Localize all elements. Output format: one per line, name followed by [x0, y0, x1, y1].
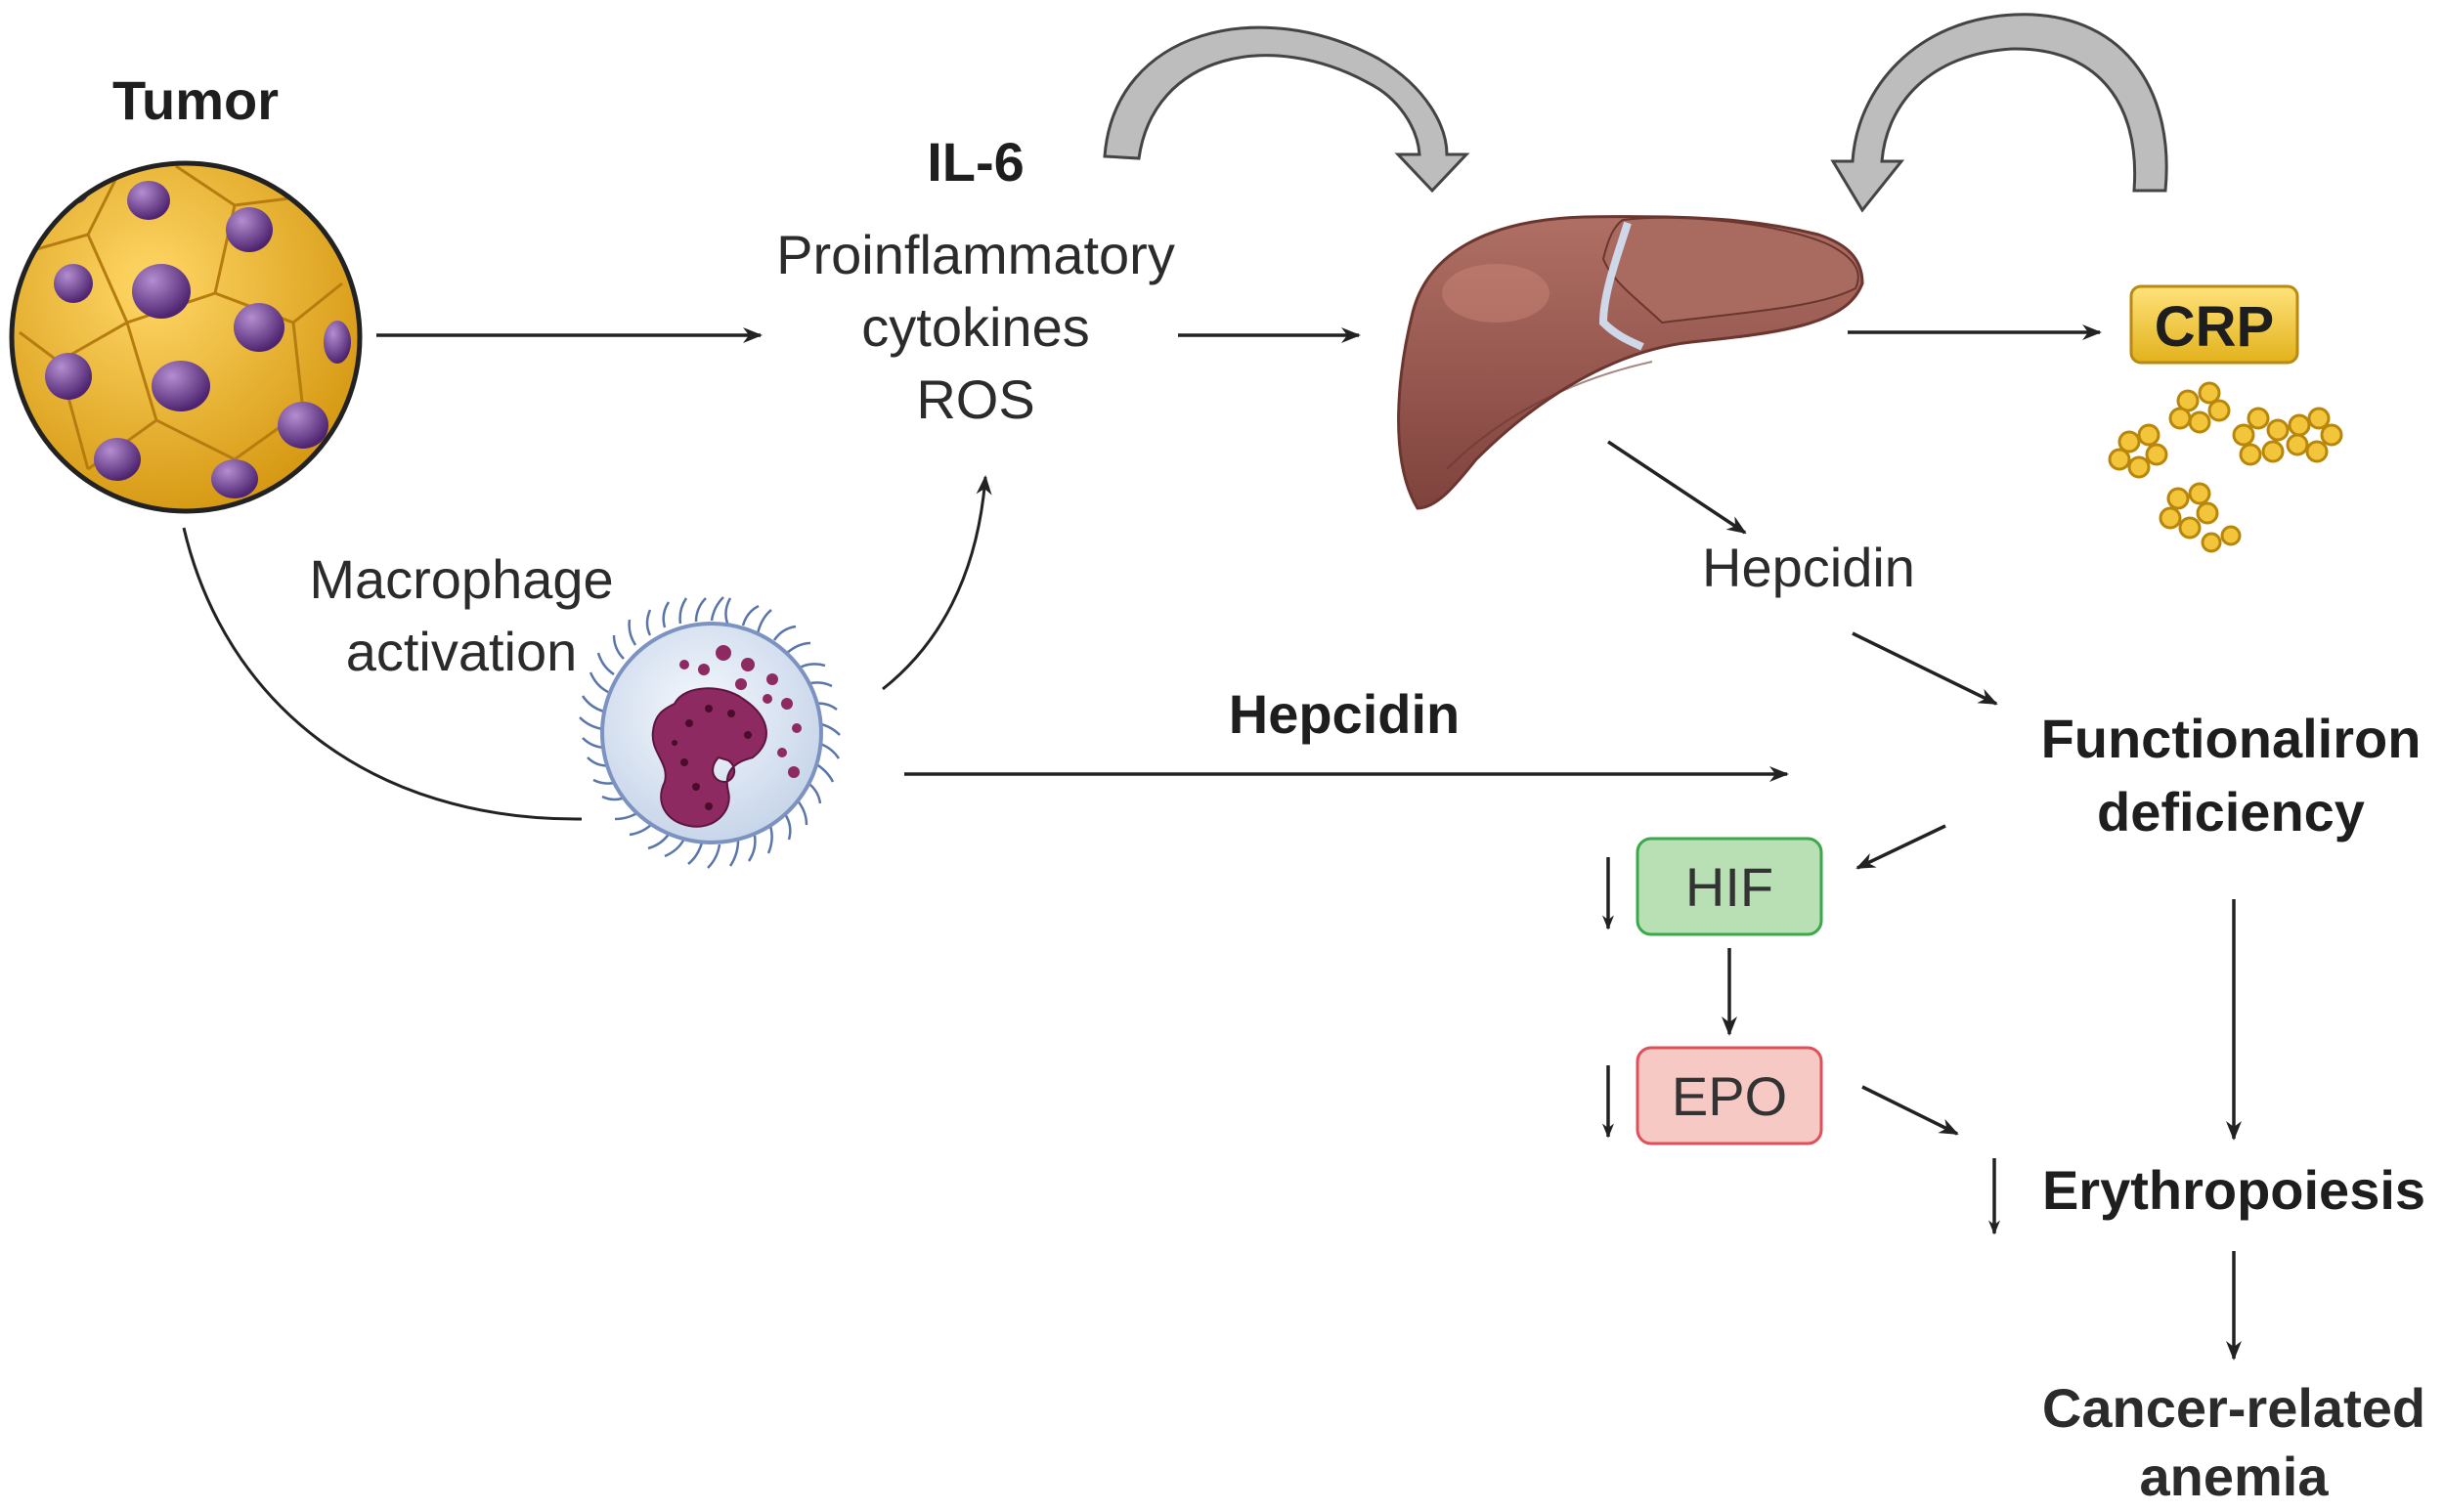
iron-deficiency-line1: Functionaliron — [2041, 708, 2422, 769]
arrow-iron-to-hif — [1855, 824, 1946, 870]
liver-icon — [1397, 215, 1864, 510]
erythropoiesis-label: Erythropoiesis — [2042, 1159, 2425, 1221]
crp-label: CRP — [2155, 295, 2274, 359]
arrow-hepcidin-to-iron — [1852, 631, 1998, 706]
anemia-line1: Cancer-related — [2042, 1377, 2425, 1439]
epo-box — [1636, 1046, 1823, 1145]
il6-label: IL-6 — [927, 131, 1025, 193]
crp-box — [2129, 284, 2299, 365]
arrow-macrophage-to-cytokines — [882, 475, 992, 691]
macrophage-line1: Macrophage — [309, 548, 613, 610]
crp-particles-icon — [2108, 381, 2343, 553]
hepcidin-liver-label: Hepcidin — [1702, 537, 1915, 598]
macrophage-line2: activation — [346, 621, 578, 682]
arrow-liver-to-hepcidin — [1607, 440, 1747, 535]
tumor-icon — [9, 160, 363, 514]
cytokines-line2: cytokines — [861, 296, 1089, 358]
iron-deficiency-line2: deficiency — [2097, 781, 2365, 842]
hepcidin-macrophage-label: Hepcidin — [1229, 683, 1460, 745]
connector-tumor-to-macrophage — [182, 527, 583, 821]
anemia-line2: anemia — [2140, 1446, 2330, 1507]
tumor-label: Tumor — [112, 69, 279, 131]
arrow-epo-to-erythropoiesis — [1861, 1085, 1959, 1136]
cytokines-line3: ROS — [916, 368, 1034, 430]
feedback-arrow-crp-to-liver — [1830, 13, 2168, 213]
epo-label: EPO — [1672, 1065, 1787, 1127]
feedback-arrow-il6-to-liver — [1103, 25, 1470, 194]
hif-box — [1636, 837, 1823, 936]
cytokines-line1: Proinflammatory — [776, 224, 1175, 285]
macrophage-icon — [579, 596, 841, 869]
hif-label: HIF — [1685, 856, 1773, 918]
